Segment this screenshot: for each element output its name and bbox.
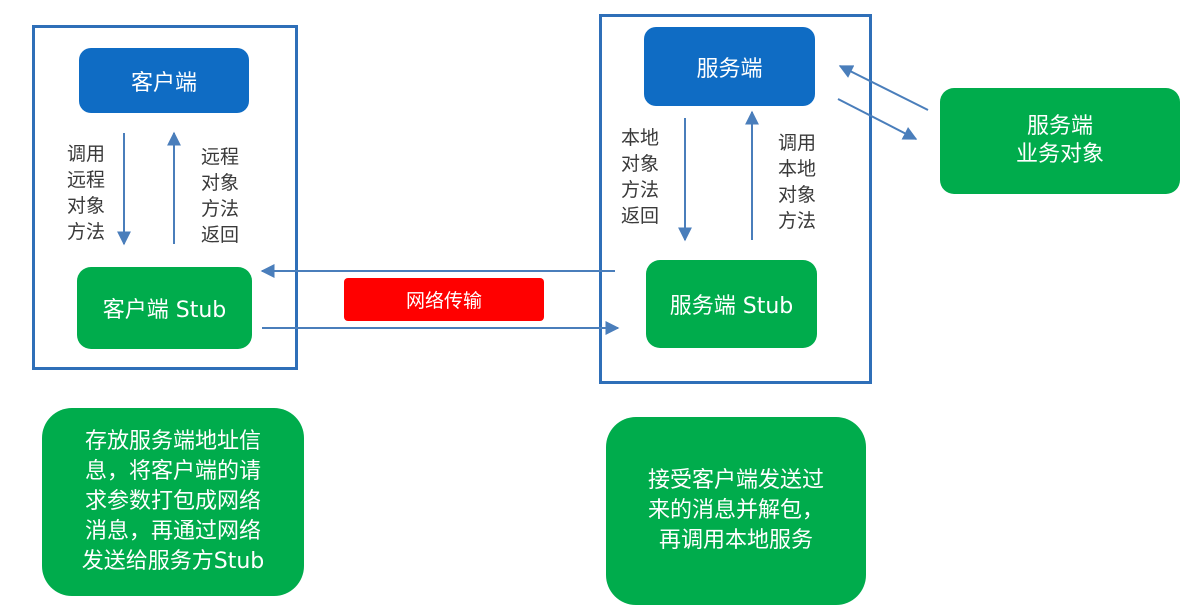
server-to-business-arrow — [837, 98, 918, 140]
server-frame — [599, 14, 872, 384]
network-transmission-label: 网络传输 — [344, 278, 544, 321]
client-stub-note: 存放服务端地址信 息，将客户端的请 求参数打包成网络 消息，再通过网络 发送给服… — [42, 408, 304, 596]
client-box: 客户端 — [79, 48, 249, 113]
client-call-remote-method-label: 调用 远程 对象 方法 — [67, 143, 106, 243]
server-local-method-return-label: 本地 对象 方法 返回 — [621, 127, 660, 227]
business-to-server-arrow — [838, 65, 929, 111]
client-remote-method-return-label: 远程 对象 方法 返回 — [201, 146, 240, 246]
server-stub-note: 接受客户端发送过 来的消息并解包， 再调用本地服务 — [606, 417, 866, 605]
server-call-local-method-label: 调用 本地 对象 方法 — [778, 132, 817, 232]
server-box: 服务端 — [644, 27, 815, 106]
client-stub-box: 客户端 Stub — [77, 267, 252, 349]
client-frame — [32, 25, 298, 370]
server-stub-box: 服务端 Stub — [646, 260, 817, 348]
server-business-object-box: 服务端 业务对象 — [940, 88, 1180, 194]
